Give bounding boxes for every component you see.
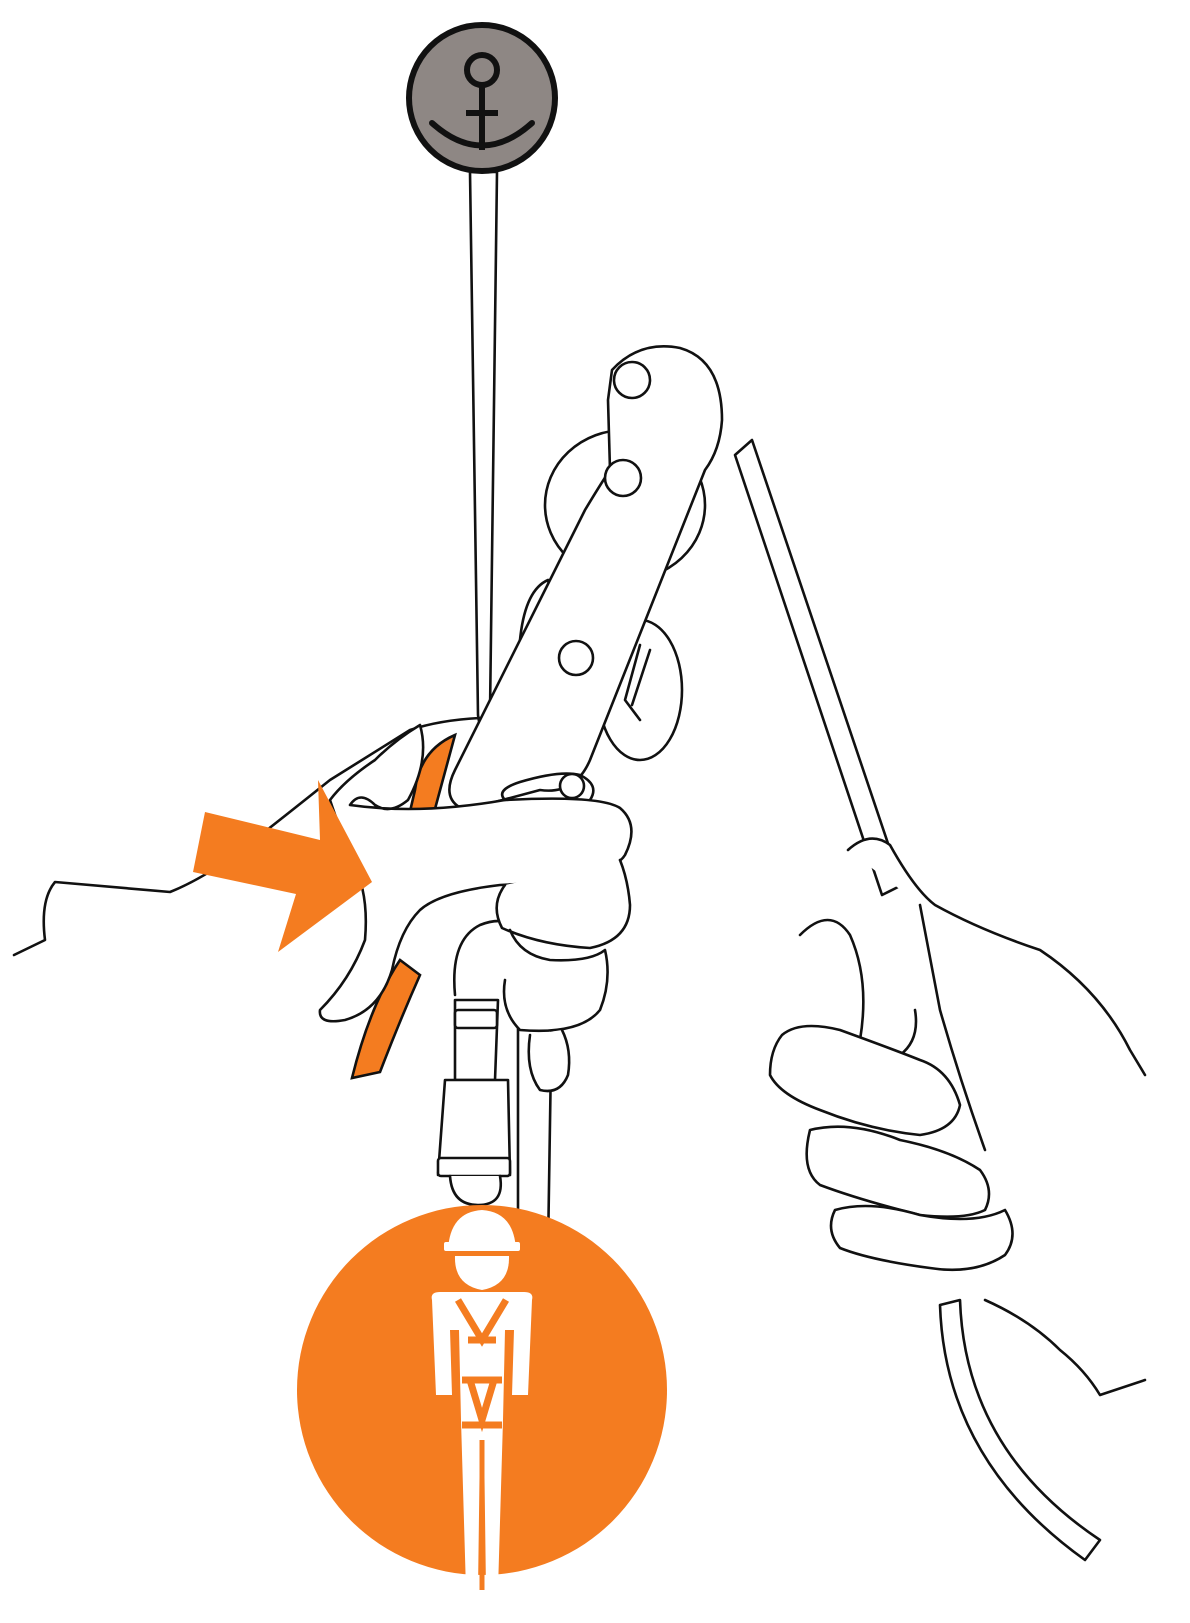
harnessed-worker-icon [297, 1205, 667, 1590]
brake-rope [735, 440, 1100, 1560]
upper-rope [470, 172, 503, 745]
anchor-icon [409, 25, 555, 171]
